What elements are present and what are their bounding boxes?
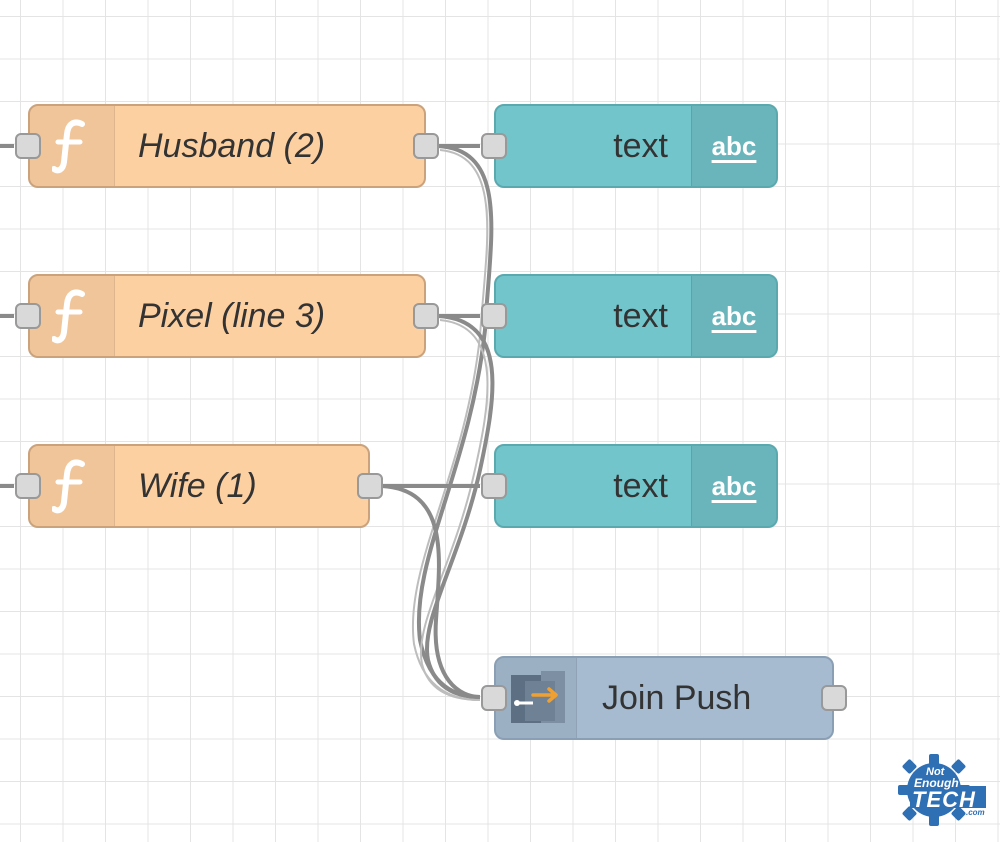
input-port[interactable] xyxy=(15,133,41,159)
abc-icon: abc xyxy=(691,446,776,526)
logo-text-com: .com xyxy=(966,808,985,817)
function-icon xyxy=(30,276,115,356)
text-node-label: text xyxy=(613,126,668,165)
text-node-2[interactable]: text abc xyxy=(481,274,778,358)
function-node-label: Husband (2) xyxy=(138,126,326,165)
input-port[interactable] xyxy=(481,133,507,159)
input-port[interactable] xyxy=(481,303,507,329)
wire-husband-join[interactable] xyxy=(416,144,494,699)
function-icon xyxy=(30,446,115,526)
input-port[interactable] xyxy=(481,685,507,711)
function-node-pixel[interactable]: Pixel (line 3) xyxy=(15,274,439,358)
logo-text-enough: Enough xyxy=(914,776,959,790)
text-node-label: text xyxy=(613,296,668,335)
output-port[interactable] xyxy=(821,685,847,711)
wire-pixel-join-shadow xyxy=(420,319,489,701)
abc-icon: abc xyxy=(691,276,776,356)
join-arrow-icon xyxy=(496,658,577,738)
logo-text-tech: TECH xyxy=(912,787,976,812)
function-icon xyxy=(30,106,115,186)
not-enough-tech-logo: Not Enough TECH .com xyxy=(896,752,988,828)
wire-husband-join-shadow xyxy=(411,149,489,701)
output-port[interactable] xyxy=(413,303,439,329)
input-port[interactable] xyxy=(481,473,507,499)
abc-icon-glyph: abc xyxy=(711,130,757,161)
text-node-1[interactable]: text abc xyxy=(481,104,778,188)
logo-text-not: Not xyxy=(926,766,945,778)
function-node-husband[interactable]: Husband (2) xyxy=(15,104,439,188)
text-node-3[interactable]: text abc xyxy=(481,444,778,528)
gear-icon xyxy=(898,754,986,826)
text-node-label: text xyxy=(613,466,668,505)
input-port[interactable] xyxy=(15,303,41,329)
join-node-label: Join Push xyxy=(602,678,752,717)
function-node-wife[interactable]: Wife (1) xyxy=(15,444,383,528)
function-node-label: Pixel (line 3) xyxy=(138,296,326,335)
function-node-label: Wife (1) xyxy=(138,466,257,505)
output-port[interactable] xyxy=(413,133,439,159)
input-port[interactable] xyxy=(15,473,41,499)
abc-icon: abc xyxy=(691,106,776,186)
join-push-node[interactable]: Join Push xyxy=(481,656,847,740)
wire-pixel-join[interactable] xyxy=(425,314,495,699)
abc-icon-glyph: abc xyxy=(711,300,757,331)
output-port[interactable] xyxy=(357,473,383,499)
abc-icon-glyph: abc xyxy=(711,470,757,501)
wire-wife-join[interactable] xyxy=(381,484,481,699)
